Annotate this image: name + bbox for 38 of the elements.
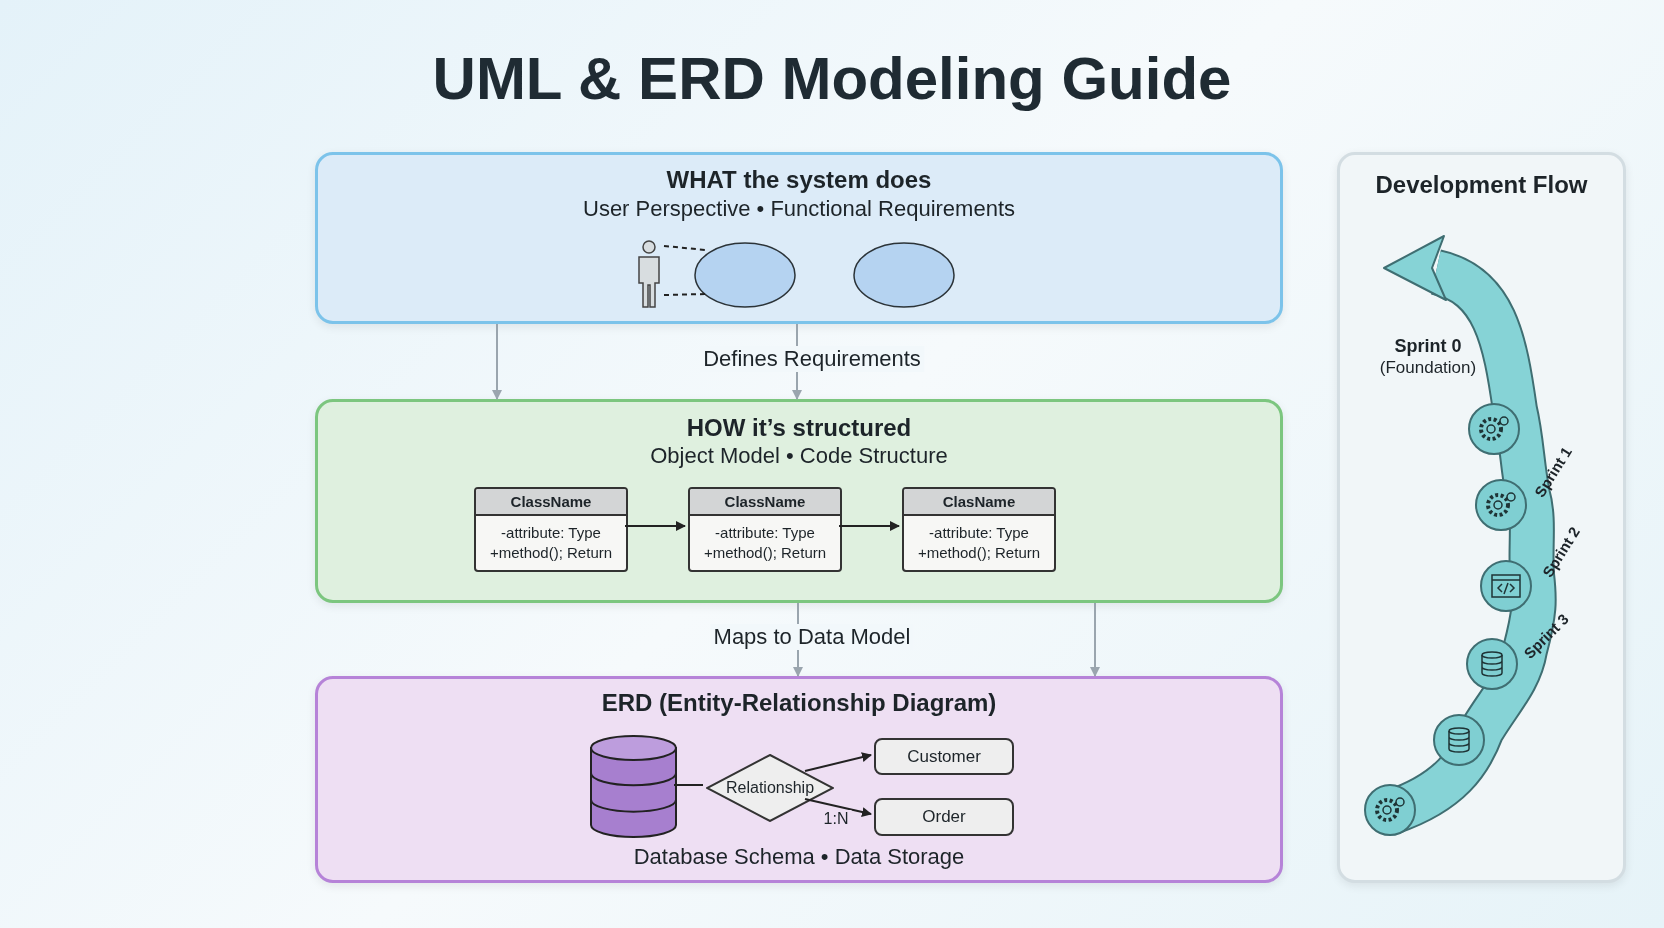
arrow <box>1090 602 1100 677</box>
entity-box: Customer <box>874 738 1014 775</box>
entity-box: Order <box>874 798 1014 836</box>
class-name-header: ClassName <box>476 489 626 516</box>
class-members: -attribute: Type +method(); Return <box>916 523 1042 563</box>
development-flow-panel <box>1337 152 1626 883</box>
panel-heading: WHAT the system does <box>666 166 932 194</box>
dashed-line <box>663 245 707 251</box>
panel-subtitle: Object Model • Code Structure <box>650 442 948 470</box>
panel-subtitle: User Perspective • Functional Requirements <box>583 195 1015 223</box>
panel-subtitle: Database Schema • Data Storage <box>633 843 965 871</box>
use-case-ellipse <box>694 242 796 308</box>
arrow <box>838 521 900 531</box>
arrow <box>804 798 872 817</box>
arrow <box>492 323 502 400</box>
connector-line <box>673 784 704 786</box>
panel-heading: HOW it’s structured <box>686 414 912 442</box>
class-box <box>902 487 1056 572</box>
page-title: UML & ERD Modeling Guide <box>432 44 1232 113</box>
class-name-header: ClassName <box>690 489 840 516</box>
database-cylinder <box>590 735 677 838</box>
panel-heading: Development Flow <box>1375 171 1588 199</box>
panel-heading: ERD (Entity-Relationship Diagram) <box>601 689 997 717</box>
class-box <box>474 487 628 572</box>
class-members: -attribute: Type +method(); Return <box>702 523 828 563</box>
class-box <box>688 487 842 572</box>
use-case-panel <box>315 152 1283 324</box>
stage-label: Sprint 0 <box>1394 335 1462 357</box>
relationship-text: Relationship <box>725 778 815 798</box>
class-name-header: ClasName <box>904 489 1054 516</box>
dashed-line <box>663 293 707 296</box>
arrow <box>624 521 686 531</box>
arrow <box>804 752 872 772</box>
class-diagram-panel <box>315 399 1283 603</box>
stage-note: (Foundation) <box>1379 358 1477 378</box>
erd-panel <box>315 676 1283 883</box>
use-case-ellipse <box>853 242 955 308</box>
class-members: -attribute: Type +method(); Return <box>488 523 614 563</box>
